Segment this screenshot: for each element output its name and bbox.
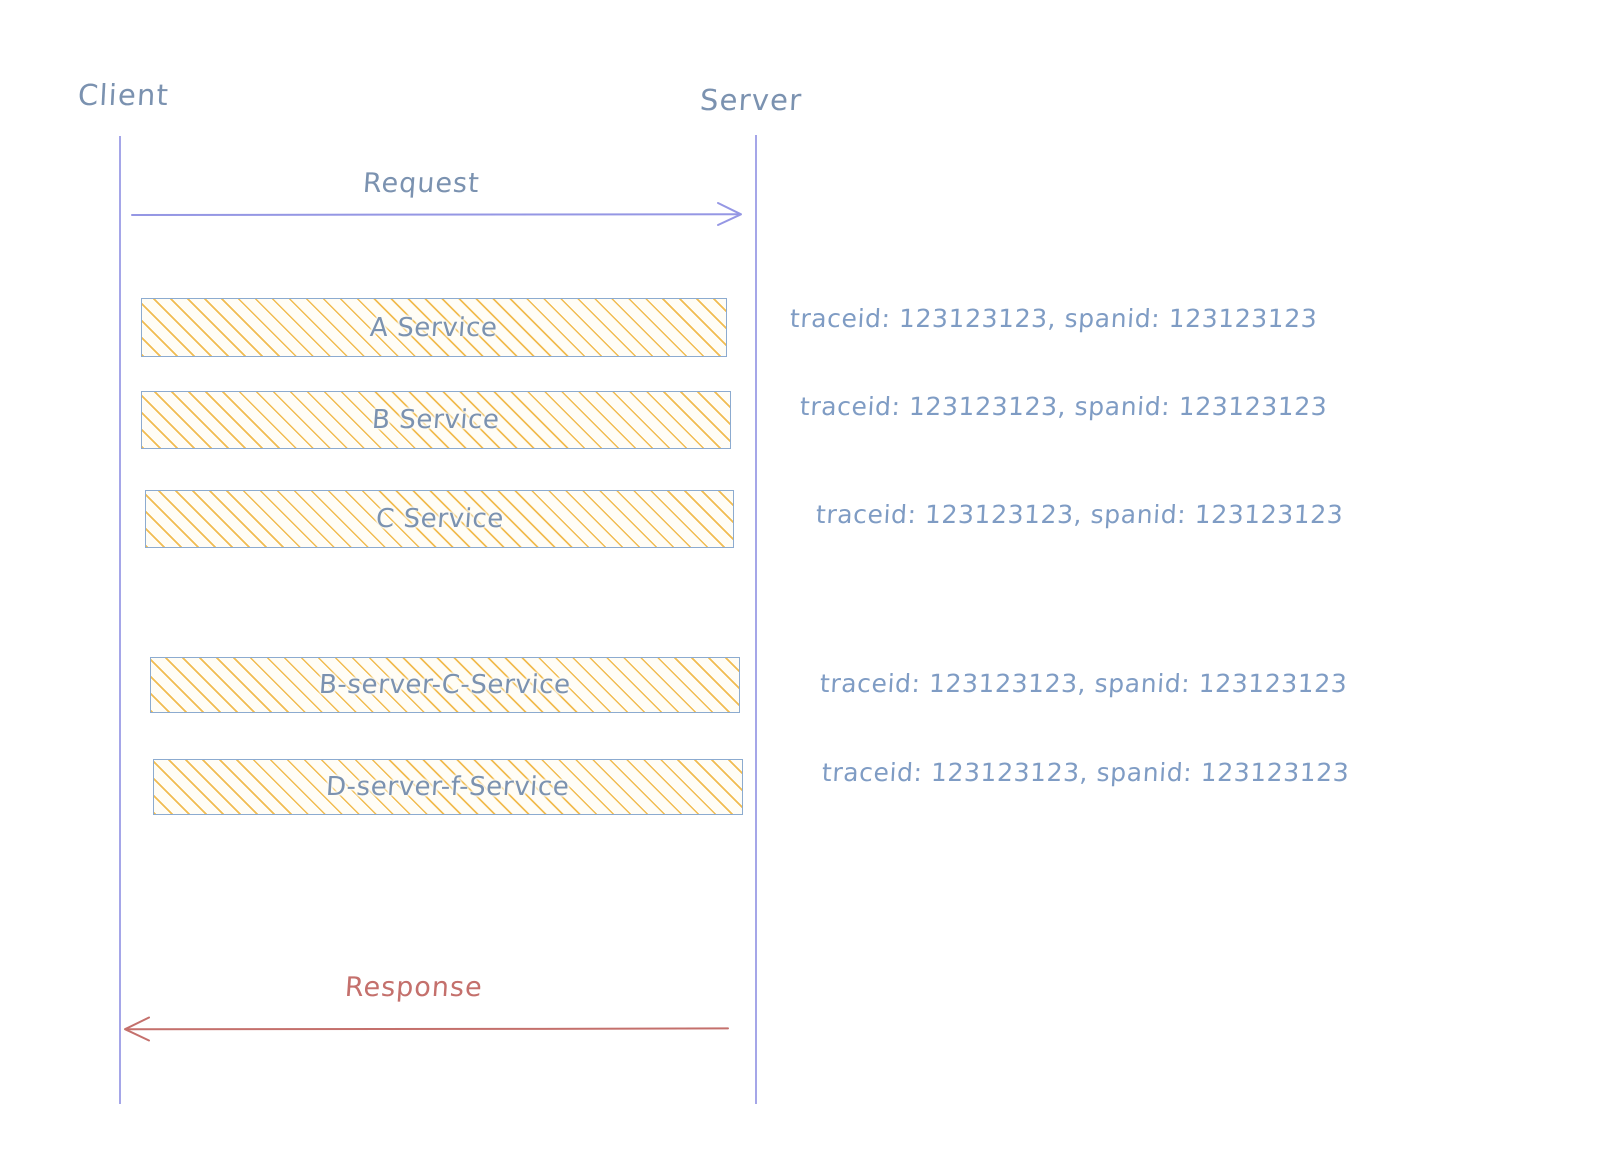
- client-lifeline: [119, 136, 121, 1104]
- participant-label-server: Server: [699, 83, 804, 117]
- response-arrow-icon: [124, 1016, 729, 1042]
- trace-annotation-1: traceid: 123123123, spanid: 123123123: [789, 304, 1319, 333]
- message-label-request: Request: [361, 168, 481, 199]
- service-bar-label: A Service: [369, 312, 499, 343]
- server-lifeline: [755, 135, 757, 1104]
- service-bar-a-service[interactable]: A Service: [141, 298, 727, 357]
- service-bar-label: D-server-f-Service: [325, 772, 571, 802]
- service-bar-label: C Service: [374, 504, 505, 534]
- service-bar-d-server-f-service[interactable]: D-server-f-Service: [153, 759, 743, 815]
- service-bar-c-service[interactable]: C Service: [145, 490, 734, 548]
- service-bar-label: B Service: [371, 405, 501, 435]
- trace-annotation-5: traceid: 123123123, spanid: 123123123: [821, 758, 1351, 787]
- trace-annotation-2: traceid: 123123123, spanid: 123123123: [799, 392, 1329, 421]
- participant-label-client: Client: [77, 78, 171, 112]
- request-arrow-icon: [131, 202, 742, 226]
- message-label-response: Response: [343, 972, 484, 1003]
- trace-annotation-3: traceid: 123123123, spanid: 123123123: [815, 500, 1345, 529]
- trace-annotation-4: traceid: 123123123, spanid: 123123123: [819, 669, 1349, 698]
- service-bar-b-server-c-service[interactable]: B-server-C-Service: [150, 657, 740, 713]
- service-bar-label: B-server-C-Service: [318, 670, 572, 700]
- service-bar-b-service[interactable]: B Service: [141, 391, 731, 449]
